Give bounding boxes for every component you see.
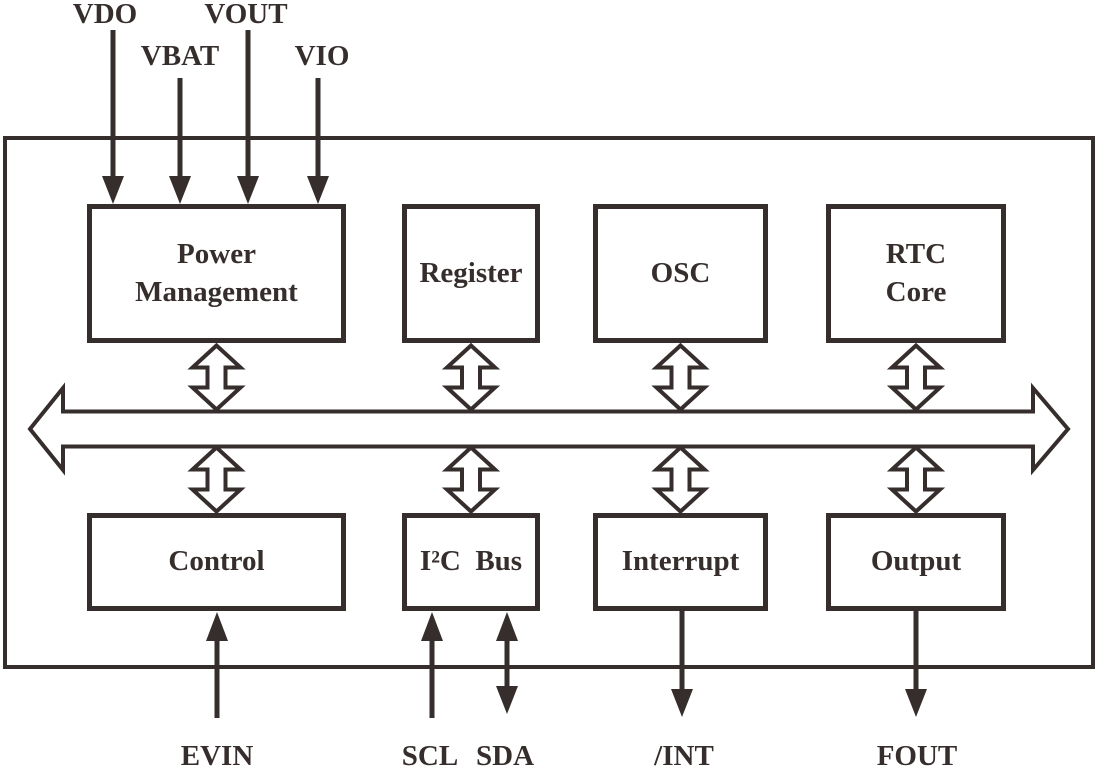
vdo-arrowhead-icon [102, 176, 124, 204]
pin-arrow-scl [421, 612, 443, 718]
block-interrupt: Interrupt [593, 513, 768, 611]
pin-arrow-vdo [102, 30, 124, 204]
pin-arrow-int [671, 611, 693, 717]
pin-arrow-vout [237, 30, 259, 204]
pin-label-scl: SCL [401, 740, 459, 772]
sda-up-arrowhead-icon [496, 612, 518, 641]
block-osc: OSC [593, 204, 768, 343]
output-label: Output [870, 545, 962, 578]
pin-arrow-vio [307, 78, 329, 204]
osc-label: OSC [650, 256, 711, 289]
pin-label-evin: EVIN [180, 740, 254, 772]
block-power-management: Power Management [87, 204, 346, 343]
power-management-label: Power Management [135, 237, 298, 308]
fout-down-arrowhead-icon [905, 689, 927, 717]
scl-up-arrowhead-icon [421, 612, 443, 641]
vio-arrowhead-icon [307, 176, 329, 204]
block-register: Register [402, 204, 540, 343]
interrupt-label: Interrupt [621, 545, 740, 578]
block-i2c-bus: I²C Bus [402, 513, 540, 611]
pin-label-vio: VIO [294, 40, 350, 72]
evin-up-arrowhead-icon [206, 612, 228, 641]
vbat-arrowhead-icon [169, 176, 191, 204]
pin-label-vout: VOUT [204, 0, 288, 30]
pin-label-vbat: VBAT [140, 40, 220, 72]
pin-arrow-fout [905, 611, 927, 717]
vout-arrowhead-icon [237, 176, 259, 204]
block-rtc-core: RTC Core [826, 204, 1006, 343]
pin-arrow-sda [496, 612, 518, 714]
pin-label-sda: SDA [475, 740, 535, 772]
pin-label-int: /INT [654, 740, 714, 772]
block-control: Control [87, 513, 346, 611]
internal-bus-arrow [27, 382, 1071, 476]
pin-label-fout: FOUT [876, 740, 958, 772]
pin-arrow-vbat [169, 78, 191, 204]
i2c-bus-label: I²C Bus [419, 545, 523, 578]
pin-label-vdo: VDO [72, 0, 138, 30]
block-output: Output [826, 513, 1006, 611]
control-label: Control [168, 545, 265, 578]
pin-arrow-evin [206, 612, 228, 718]
sda-down-arrowhead-icon [496, 686, 518, 714]
int-down-arrowhead-icon [671, 689, 693, 717]
register-label: Register [419, 256, 523, 289]
chip-boundary [3, 136, 1095, 669]
rtc-core-label: RTC Core [885, 237, 947, 308]
